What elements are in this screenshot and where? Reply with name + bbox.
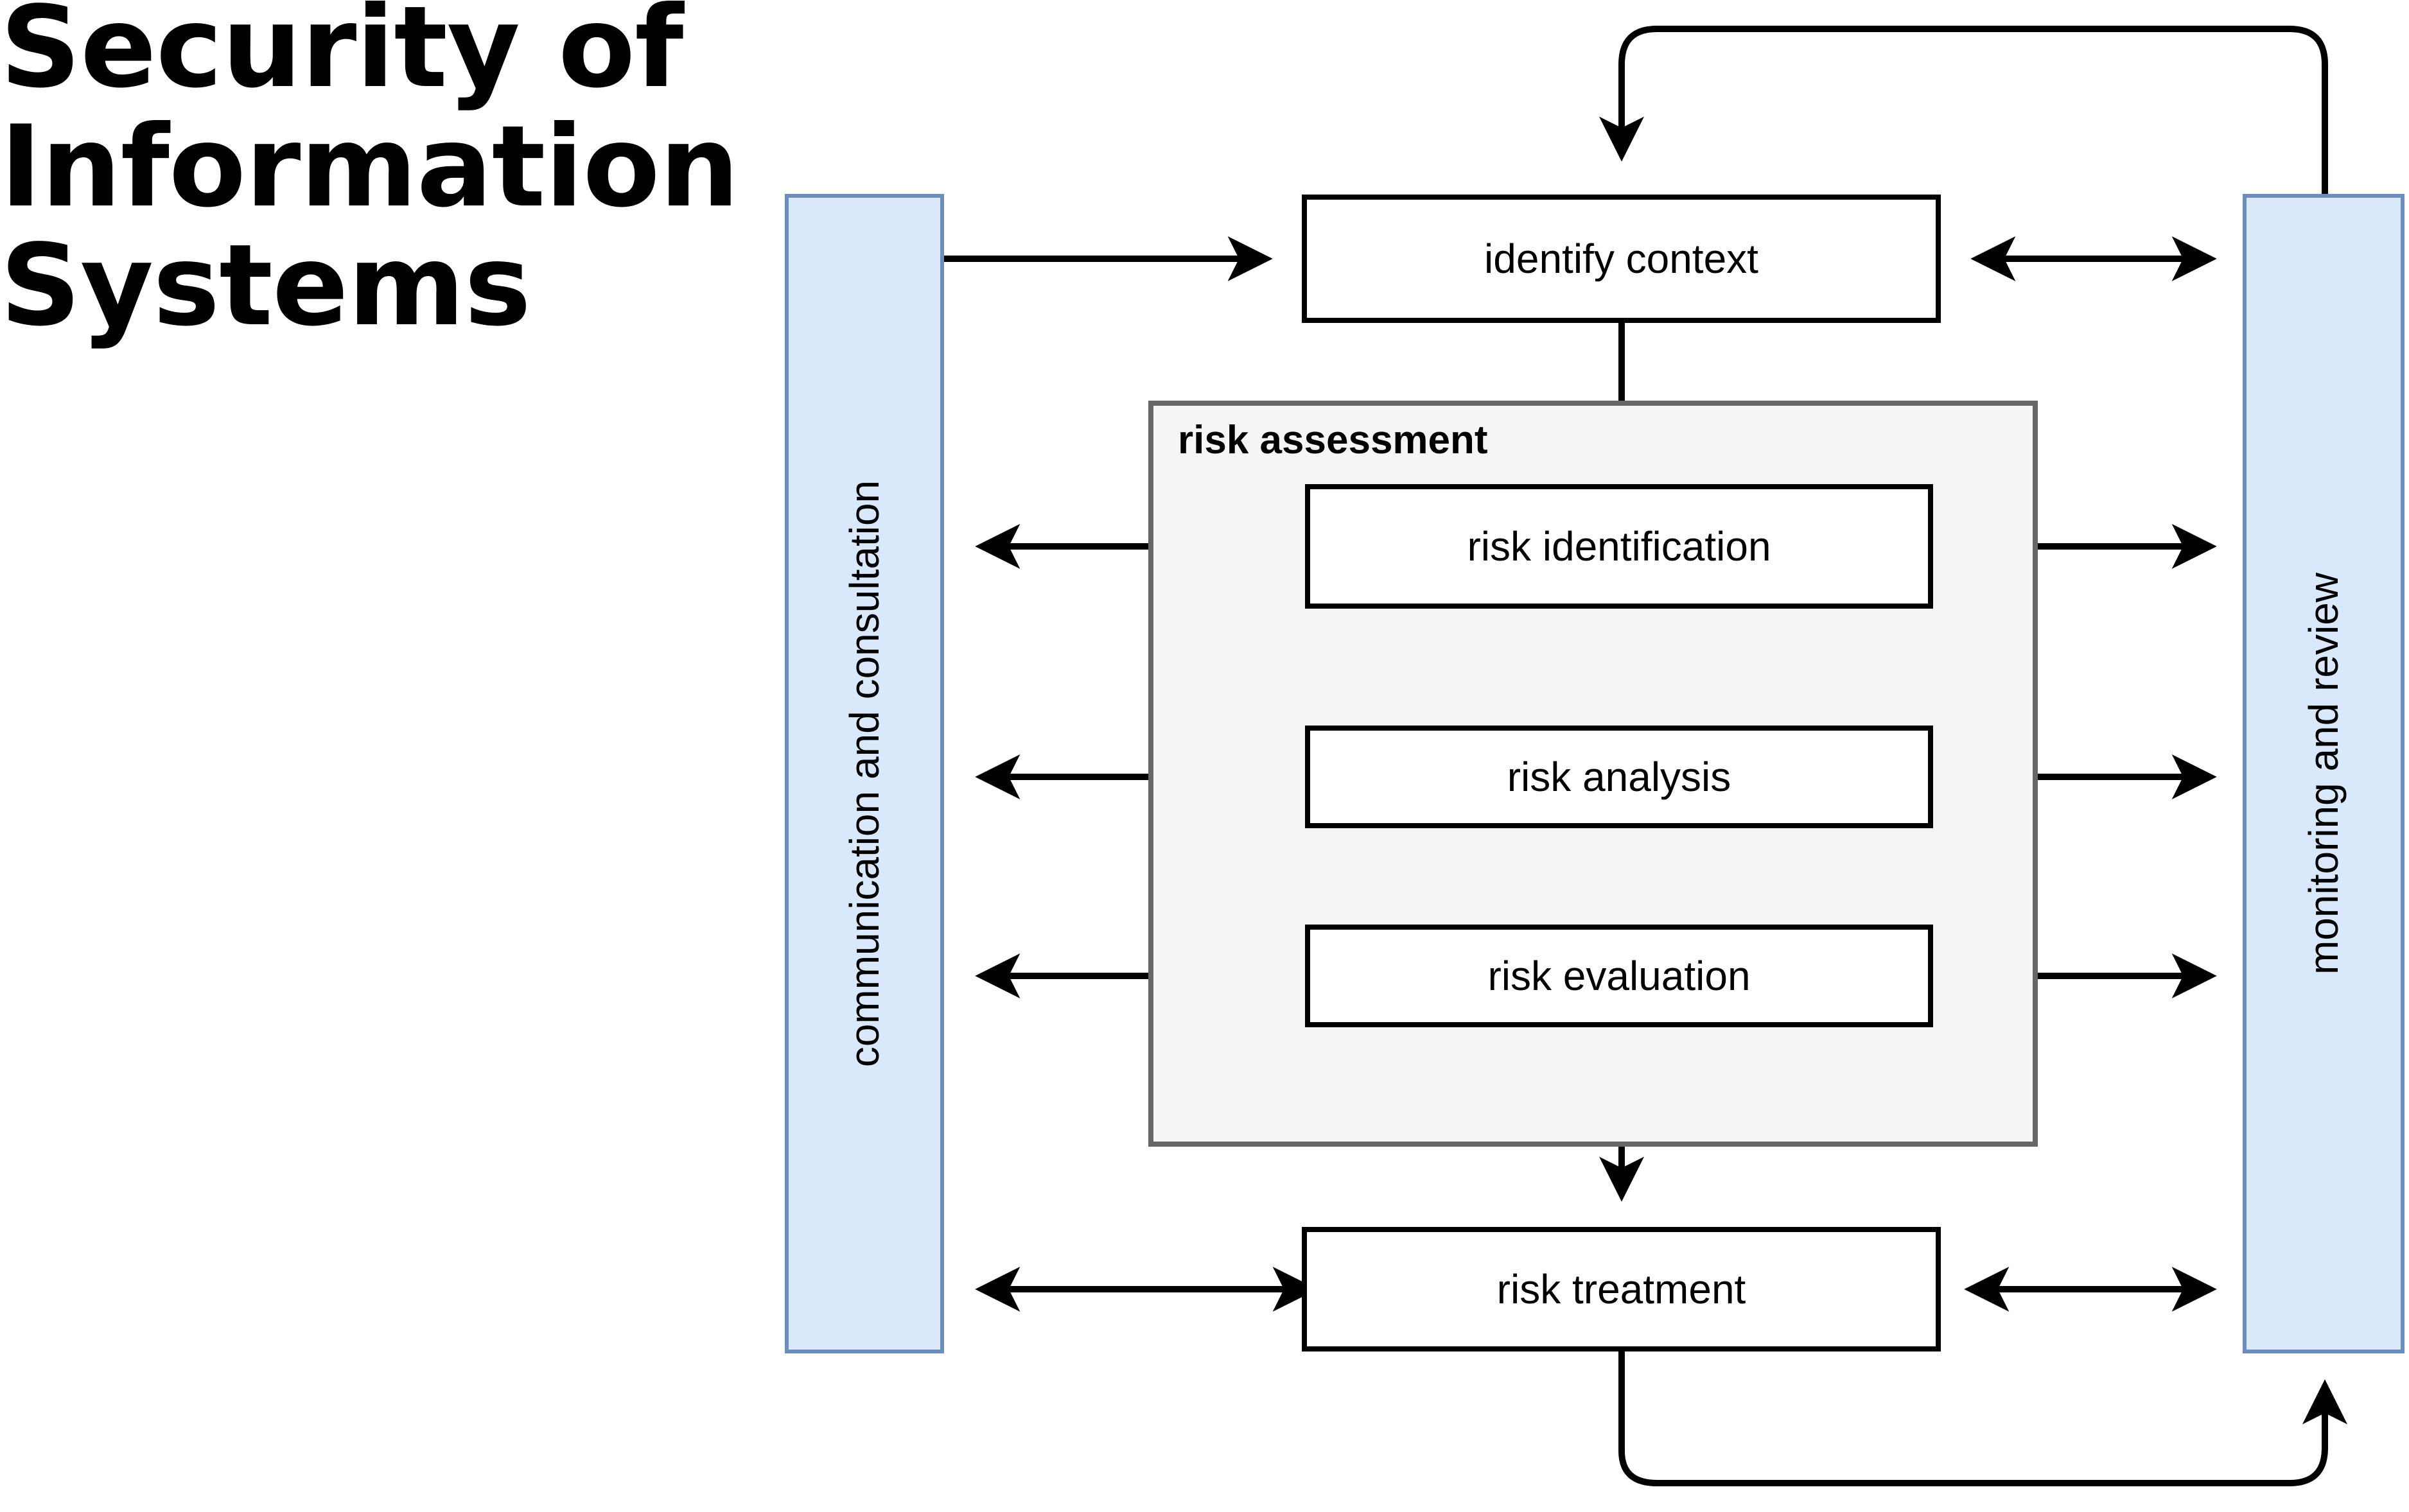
node-risk-identification[interactable]: risk identification	[1305, 484, 1933, 609]
node-risk-analysis[interactable]: risk analysis	[1305, 726, 1933, 828]
sidebar-left-label: communication and consultation	[841, 480, 888, 1068]
node-risk-treatment-label: risk treatment	[1496, 1266, 1746, 1312]
group-risk-assessment-label: risk assessment	[1178, 418, 1488, 462]
node-risk-evaluation-label: risk evaluation	[1487, 953, 1751, 999]
node-risk-identification-label: risk identification	[1467, 523, 1771, 569]
sidebar-monitoring-and-review[interactable]: monitoring and review	[2243, 194, 2405, 1353]
sidebar-right-label: monitoring and review	[2300, 572, 2347, 975]
sidebar-communication-and-consultation[interactable]: communication and consultation	[785, 194, 944, 1353]
node-risk-treatment[interactable]: risk treatment	[1302, 1227, 1941, 1351]
node-identify-context[interactable]: identify context	[1302, 195, 1941, 323]
connector-feedback-bottom	[1618, 1351, 2347, 1486]
page-title: Security of Information Systems	[0, 0, 739, 351]
node-risk-evaluation[interactable]: risk evaluation	[1305, 925, 1933, 1027]
connector-feedback-top	[1599, 26, 2328, 194]
node-risk-analysis-label: risk analysis	[1507, 754, 1731, 800]
node-identify-context-label: identify context	[1484, 236, 1758, 282]
